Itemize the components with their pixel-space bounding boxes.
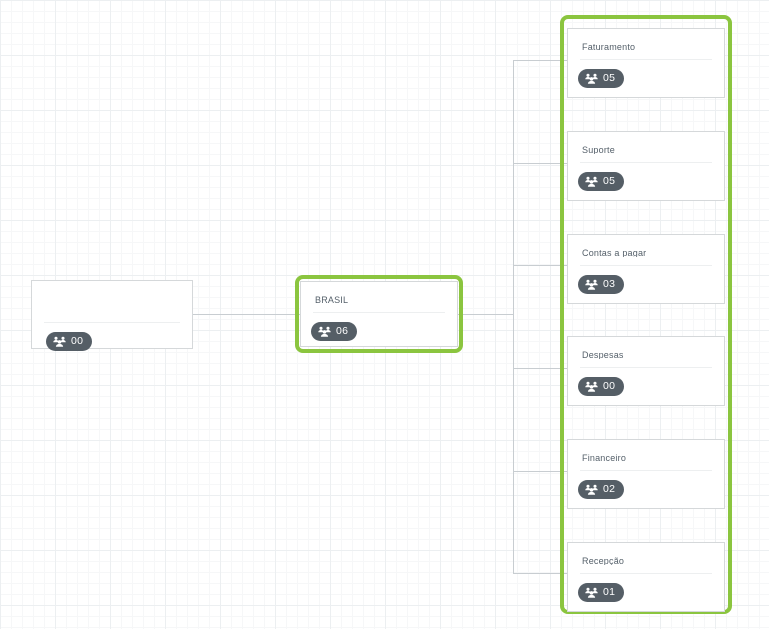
node-footer: 01 bbox=[568, 574, 724, 604]
node-footer: 05 bbox=[568, 163, 724, 193]
connector-trunk-to-child-2 bbox=[513, 265, 567, 266]
org-node-department[interactable]: Faturamento 05 bbox=[567, 28, 725, 98]
org-node-root[interactable]: 00 bbox=[31, 280, 193, 351]
people-count-value: 05 bbox=[603, 174, 616, 187]
connector-trunk-vertical bbox=[513, 60, 514, 574]
connector-trunk-to-child-3 bbox=[513, 368, 567, 369]
node-footer: 02 bbox=[568, 471, 724, 501]
people-count-badge[interactable]: 00 bbox=[46, 332, 93, 351]
people-group-icon bbox=[585, 587, 598, 598]
people-count-badge[interactable]: 05 bbox=[578, 69, 625, 88]
people-count-badge[interactable]: 02 bbox=[578, 480, 625, 499]
node-divider bbox=[580, 59, 712, 60]
people-count-value: 05 bbox=[603, 71, 616, 84]
org-node-department[interactable]: Contas a pagar 03 bbox=[567, 234, 725, 304]
org-node-title: Recepção bbox=[582, 556, 625, 565]
connector-trunk-to-child-0 bbox=[513, 60, 567, 61]
people-count-value: 06 bbox=[336, 324, 349, 337]
org-node-department[interactable]: Despesas 00 bbox=[567, 336, 725, 406]
people-count-value: 00 bbox=[71, 334, 84, 347]
people-count-value: 02 bbox=[603, 482, 616, 495]
people-count-value: 03 bbox=[603, 277, 616, 290]
node-divider bbox=[580, 573, 712, 574]
org-node-department[interactable]: Recepção 01 bbox=[567, 542, 725, 612]
org-node-title: Contas a pagar bbox=[582, 248, 647, 257]
node-divider bbox=[44, 322, 180, 323]
org-node-title: Despesas bbox=[582, 350, 624, 359]
selection-outline-brasil bbox=[295, 275, 463, 353]
org-node-department[interactable]: Financeiro 02 bbox=[567, 439, 725, 509]
people-group-icon bbox=[585, 73, 598, 84]
connector-root-to-brasil bbox=[193, 314, 300, 315]
org-node-title: Financeiro bbox=[582, 453, 627, 462]
node-divider bbox=[580, 367, 712, 368]
connector-trunk-to-child-4 bbox=[513, 471, 567, 472]
people-count-value: 00 bbox=[603, 379, 616, 392]
people-count-badge[interactable]: 06 bbox=[311, 322, 358, 341]
org-node-title: BRASIL bbox=[315, 295, 349, 304]
people-group-icon bbox=[318, 326, 331, 337]
node-footer: 03 bbox=[568, 266, 724, 296]
people-count-badge[interactable]: 03 bbox=[578, 275, 625, 294]
people-count-badge[interactable]: 00 bbox=[578, 377, 625, 396]
people-count-badge[interactable]: 01 bbox=[578, 583, 625, 602]
node-footer: 00 bbox=[32, 323, 192, 353]
org-node-title: Suporte bbox=[582, 145, 615, 154]
org-node-title: Faturamento bbox=[582, 42, 636, 51]
node-footer: 00 bbox=[568, 368, 724, 398]
org-node-brasil[interactable]: BRASIL 06 bbox=[300, 281, 458, 347]
people-group-icon bbox=[585, 484, 598, 495]
node-divider bbox=[580, 470, 712, 471]
org-node-title bbox=[32, 281, 192, 303]
node-divider bbox=[580, 265, 712, 266]
people-count-value: 01 bbox=[603, 585, 616, 598]
connector-brasil-to-trunk bbox=[458, 314, 514, 315]
node-footer: 05 bbox=[568, 60, 724, 90]
node-divider bbox=[580, 162, 712, 163]
selection-outline-children-group bbox=[560, 15, 732, 614]
people-group-icon bbox=[53, 336, 66, 347]
org-node-department[interactable]: Suporte 05 bbox=[567, 131, 725, 201]
node-divider bbox=[313, 312, 445, 313]
people-group-icon bbox=[585, 279, 598, 290]
node-footer: 06 bbox=[301, 313, 457, 343]
people-group-icon bbox=[585, 381, 598, 392]
connector-trunk-to-child-5 bbox=[513, 573, 567, 574]
connector-trunk-to-child-1 bbox=[513, 163, 567, 164]
people-count-badge[interactable]: 05 bbox=[578, 172, 625, 191]
people-group-icon bbox=[585, 176, 598, 187]
